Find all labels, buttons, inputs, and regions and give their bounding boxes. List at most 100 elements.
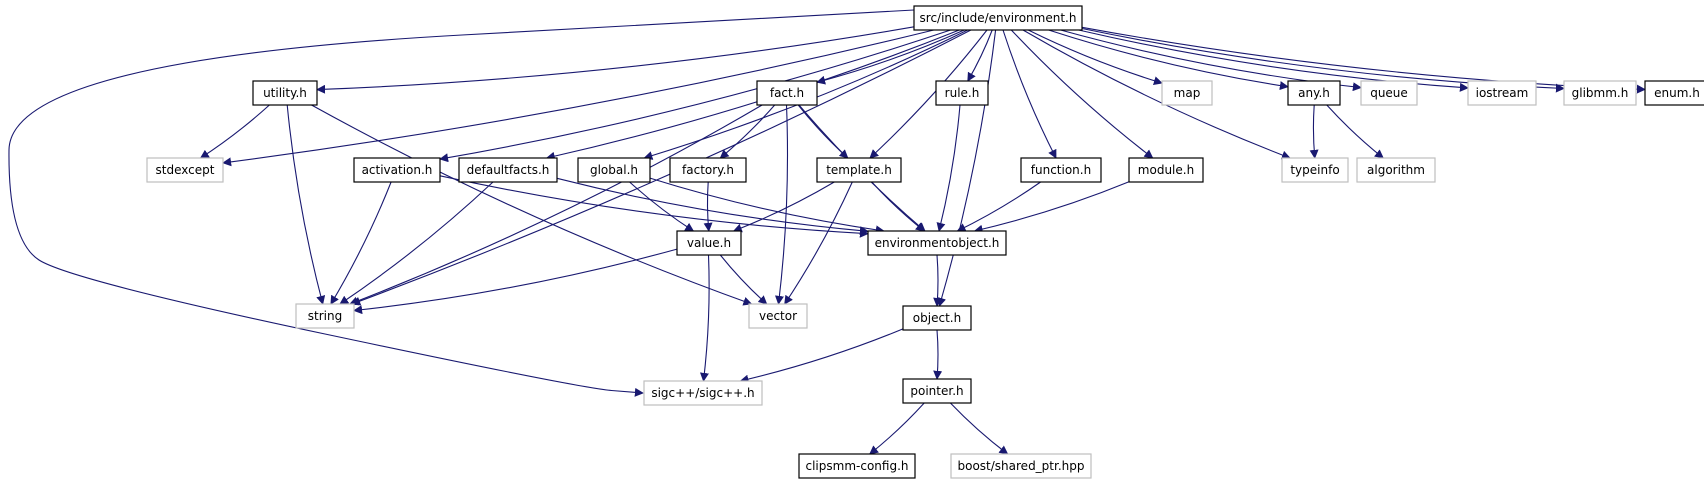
- node-any[interactable]: any.h: [1287, 80, 1341, 106]
- edge-environment-to-enum: [1081, 26, 1646, 94]
- edge-value-to-vector: [719, 254, 768, 305]
- node-template[interactable]: template.h: [816, 157, 902, 183]
- node-object[interactable]: object.h: [902, 305, 972, 331]
- node-pointer[interactable]: pointer.h: [902, 378, 972, 404]
- node-box: [902, 305, 972, 331]
- node-label: glibmm.h: [1572, 86, 1629, 100]
- node-box: [748, 303, 808, 329]
- node-box: [1287, 80, 1341, 106]
- edge-fact-to-factory: [719, 104, 776, 159]
- edge-environment-to-rule: [967, 29, 993, 82]
- edge-environment-to-module: [1010, 29, 1154, 159]
- edge-global-to-value: [629, 181, 695, 232]
- node-label: queue: [1370, 86, 1408, 100]
- edge-utility-to-string: [286, 104, 326, 305]
- node-utility[interactable]: utility.h: [252, 80, 318, 106]
- node-factory[interactable]: factory.h: [669, 157, 747, 183]
- node-label: sigc++/sigc++.h: [651, 386, 754, 400]
- edge-environment-to-activation: [439, 29, 951, 163]
- edge-environment-to-glibmm: [1081, 27, 1565, 93]
- edge-environment-to-queue: [1060, 29, 1362, 92]
- edge-defaultfacts-to-string: [339, 181, 494, 305]
- edge-pointer-to-sharedptr: [950, 402, 1009, 455]
- node-label: string: [308, 309, 342, 323]
- node-label: stdexcept: [156, 163, 215, 177]
- node-sigc: sigc++/sigc++.h: [643, 380, 763, 406]
- edge-environment-to-fact: [816, 29, 965, 85]
- edge-value-to-sigc: [699, 254, 710, 382]
- edge-function-to-environmentobject: [956, 181, 1041, 232]
- node-fact[interactable]: fact.h: [756, 80, 818, 106]
- node-box: [577, 157, 651, 183]
- node-box: [1281, 157, 1349, 183]
- edge-template-to-vector: [784, 181, 853, 305]
- edge-template-to-environmentobject: [871, 181, 925, 232]
- node-typeinfo: typeinfo: [1281, 157, 1349, 183]
- edge-environment-to-iostream: [1078, 29, 1469, 92]
- node-box: [867, 230, 1007, 256]
- edge-factory-to-value: [703, 181, 713, 232]
- edge-activation-to-string: [330, 181, 392, 305]
- edge-environment-to-function: [1002, 29, 1057, 159]
- node-vector: vector: [748, 303, 808, 329]
- node-enum[interactable]: enum.h: [1644, 80, 1704, 106]
- edge-template-to-value: [732, 181, 835, 233]
- node-rule[interactable]: rule.h: [935, 80, 989, 106]
- node-label: module.h: [1138, 163, 1194, 177]
- node-label: value.h: [687, 236, 731, 250]
- node-value[interactable]: value.h: [676, 230, 742, 256]
- node-box: [1467, 80, 1537, 106]
- node-label: rule.h: [945, 86, 980, 100]
- node-label: enum.h: [1654, 86, 1700, 100]
- edge-environment-to-template: [869, 29, 988, 159]
- node-label: factory.h: [682, 163, 734, 177]
- edge-global-to-environmentobject: [649, 177, 885, 235]
- node-queue: queue: [1360, 80, 1418, 106]
- node-label: iostream: [1476, 86, 1529, 100]
- node-environment[interactable]: src/include/environment.h: [913, 5, 1083, 31]
- node-box: [798, 453, 916, 479]
- node-clipsmmconfig[interactable]: clipsmm-config.h: [798, 453, 916, 479]
- node-label: src/include/environment.h: [920, 11, 1077, 25]
- edge-any-to-algorithm: [1326, 104, 1384, 159]
- node-environmentobject[interactable]: environmentobject.h: [867, 230, 1007, 256]
- node-label: utility.h: [263, 86, 307, 100]
- edge-utility-to-stdexcept: [199, 104, 270, 159]
- node-box: [1161, 80, 1213, 106]
- edge-environment-to-sigc: [8, 9, 915, 397]
- node-box: [676, 230, 742, 256]
- edge-environmentobject-to-object: [933, 254, 943, 307]
- node-algorithm: algorithm: [1356, 157, 1436, 183]
- edge-any-to-typeinfo: [1309, 104, 1319, 159]
- node-defaultfacts[interactable]: defaultfacts.h: [458, 157, 558, 183]
- node-box: [1356, 157, 1436, 183]
- node-label: clipsmm-config.h: [806, 459, 909, 473]
- node-label: map: [1174, 86, 1201, 100]
- node-activation[interactable]: activation.h: [353, 157, 441, 183]
- node-global[interactable]: global.h: [577, 157, 651, 183]
- edge-environment-to-any: [1048, 29, 1289, 91]
- node-box: [643, 380, 763, 406]
- edge-defaultfacts-to-environmentobject: [556, 177, 869, 236]
- edge-fact-to-string: [349, 104, 763, 306]
- node-box: [902, 378, 972, 404]
- node-function[interactable]: function.h: [1020, 157, 1102, 183]
- node-box: [816, 157, 902, 183]
- edge-environment-to-stdexcept: [222, 29, 934, 167]
- edge-pointer-to-clipsmmconfig: [869, 402, 925, 455]
- node-sharedptr: boost/shared_ptr.hpp: [950, 453, 1092, 479]
- edge-environment-to-string: [351, 29, 972, 306]
- node-label: activation.h: [362, 163, 433, 177]
- node-label: typeinfo: [1290, 163, 1339, 177]
- edge-fact-to-vector: [775, 104, 789, 305]
- node-box: [913, 5, 1083, 31]
- node-box: [458, 157, 558, 183]
- edge-value-to-string: [353, 248, 678, 315]
- node-label: defaultfacts.h: [467, 163, 550, 177]
- node-module[interactable]: module.h: [1128, 157, 1204, 183]
- node-label: fact.h: [770, 86, 804, 100]
- node-box: [1563, 80, 1637, 106]
- node-box: [950, 453, 1092, 479]
- node-label: vector: [759, 309, 797, 323]
